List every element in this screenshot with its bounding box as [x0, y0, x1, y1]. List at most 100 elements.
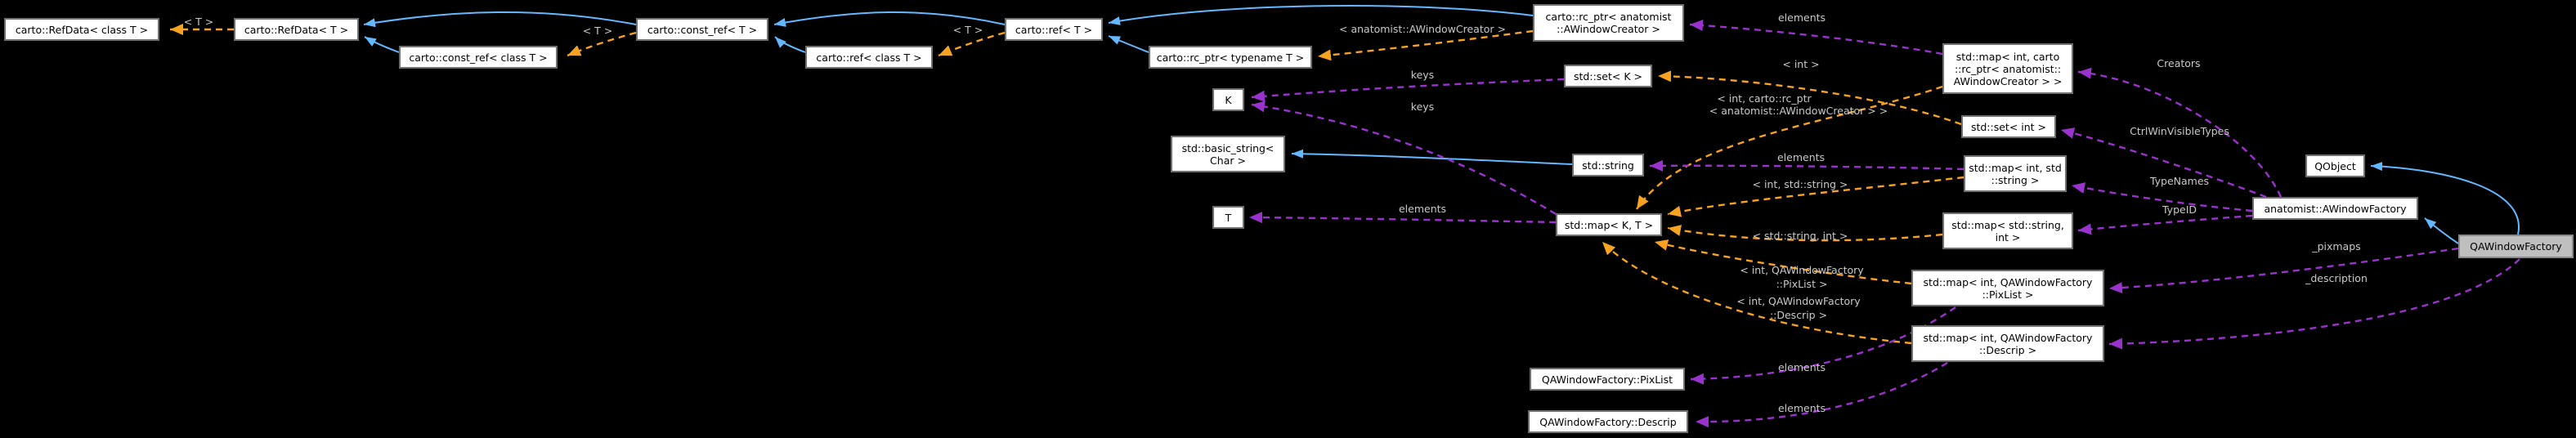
node-map-int-pixlist[interactable]: std::map< int, QAWindowFactory::PixList …	[1911, 270, 2104, 306]
edge-label-map-k-t-to-t-0: elements	[1399, 203, 1446, 215]
edge-label-map-int-rc-ptr-to-map-k-t-1: < anatomist::AWindowCreator > >	[1709, 105, 1888, 117]
node-refdata-class-t[interactable]: carto::RefData< class T >	[4, 18, 159, 41]
edge-ref-t-to-ref-class-t	[938, 31, 1006, 57]
node-ref-t[interactable]: carto::ref< T >	[1005, 18, 1103, 41]
node-qawindowfactory: QAWindowFactory	[2458, 235, 2574, 258]
node-awindowfactory[interactable]: anatomist::AWindowFactory	[2252, 197, 2418, 220]
node-label-line: carto::const_ref< T >	[647, 23, 758, 36]
node-ref-class-t[interactable]: carto::ref< class T >	[805, 46, 933, 69]
edge-label-map-int-descrip-to-map-k-t-1: ::Descrip >	[1770, 309, 1827, 321]
node-label-line: int >	[1995, 230, 2021, 244]
edge-label-map-int-rc-ptr-to-map-k-t-0: < int, carto::rc_ptr	[1717, 92, 1812, 105]
node-label-line: std::string	[1582, 159, 1634, 172]
edge-label-ref-t-to-ref-class-t-0: < T >	[953, 24, 983, 36]
node-label-line: QAWindowFactory::Descrip	[1539, 415, 1677, 428]
edge-map-int-string-to-string	[1649, 159, 1964, 172]
node-label-line: std::map< std::string,	[1951, 218, 2064, 231]
edge-awindowfactory-to-map-int-string	[2071, 182, 2253, 212]
node-label-line: K	[1225, 93, 1232, 106]
edge-const-ref-t-to-const-ref-class-t	[567, 31, 637, 57]
node-qobject[interactable]: QObject	[2305, 154, 2365, 177]
edge-map-k-t-to-k	[1251, 101, 1557, 216]
edge-set-k-to-k	[1251, 78, 1565, 102]
edge-label-map-int-pixlist-to-map-k-t-1: ::PixList >	[1776, 278, 1828, 290]
edge-label-qawindowfactory-to-map-int-pixlist-0: _pixmaps	[2311, 240, 2360, 253]
edge-awindowfactory-to-map-int-rc-ptr	[2077, 67, 2283, 198]
edge-string-to-basic-string-char	[1291, 149, 1573, 165]
node-basic-string-char[interactable]: std::basic_string<Char >	[1171, 136, 1285, 172]
node-label-line: std::map< int, carto	[1956, 50, 2060, 63]
node-label-line: std::map< int, std	[1969, 161, 2062, 174]
edge-const-ref-t-to-refdata-t	[363, 11, 637, 28]
node-t[interactable]: T	[1212, 206, 1244, 229]
node-label-line: ::Descrip >	[1978, 343, 2037, 356]
edge-label-awindowfactory-to-map-int-rc-ptr-0: Creators	[2157, 57, 2200, 69]
node-label-line: carto::rc_ptr< anatomist	[1545, 11, 1672, 23]
node-rc-ptr-awindowcreator[interactable]: carto::rc_ptr< anatomist::AWindowCreator…	[1533, 4, 1684, 42]
edge-qawindowfactory-to-awindowfactory	[2424, 217, 2459, 244]
edge-rc-ptr-awindowcreator-to-ref-t	[1108, 5, 1534, 25]
edge-label-map-int-rc-ptr-to-rc-ptr-awc-0: elements	[1778, 11, 1826, 24]
node-map-string-int[interactable]: std::map< std::string,int >	[1942, 212, 2073, 249]
node-label-line: anatomist::AWindowFactory	[2264, 202, 2407, 215]
edge-label-awindowfactory-to-map-string-int-0: TypeID	[2162, 203, 2197, 216]
node-map-int-string[interactable]: std::map< int, std::string >	[1964, 155, 2067, 192]
edge-map-int-rc-ptr-to-map-k-t	[1635, 85, 1943, 210]
node-rc-ptr-typename-t[interactable]: carto::rc_ptr< typename T >	[1149, 46, 1312, 69]
node-label-line: Char >	[1210, 154, 1246, 167]
node-label-line: ::AWindowCreator >	[1557, 23, 1660, 35]
node-const-ref-t[interactable]: carto::const_ref< T >	[636, 18, 768, 41]
edge-label-map-k-t-to-k-0: keys	[1411, 101, 1434, 113]
node-refdata-t[interactable]: carto::RefData< T >	[234, 18, 359, 41]
node-descrip[interactable]: QAWindowFactory::Descrip	[1528, 410, 1688, 433]
node-label-line: std::set< K >	[1574, 69, 1642, 83]
edge-label-rc-ptr-awc-to-rc-ptr-typename-t-0: < anatomist::AWindowCreator >	[1339, 23, 1506, 35]
edge-label-map-int-string-to-map-k-t-0: < int, std::string >	[1753, 178, 1848, 190]
node-pixlist[interactable]: QAWindowFactory::PixList	[1530, 368, 1685, 391]
edge-label-map-int-pixlist-to-map-k-t-0: < int, QAWindowFactory	[1740, 264, 1864, 276]
node-label-line: carto::ref< T >	[1015, 23, 1093, 36]
edge-label-awindowfactory-to-set-int-0: CtrlWinVisibleTypes	[2130, 125, 2229, 137]
node-label-line: std::map< int, QAWindowFactory	[1923, 331, 2093, 344]
node-label-line: ::PixList >	[1982, 288, 2034, 301]
edge-ref-class-t-to-const-ref-t	[774, 36, 806, 53]
edge-qawindowfactory-to-map-int-pixlist	[2108, 247, 2459, 294]
edge-rc-ptr-typename-t-to-ref-t	[1108, 35, 1149, 53]
edge-qawindowfactory-to-map-int-descrip	[2108, 258, 2520, 350]
node-label-line: T	[1225, 211, 1232, 224]
node-string[interactable]: std::string	[1572, 154, 1644, 177]
edge-map-int-descrip-to-descrip	[1695, 361, 1948, 428]
node-map-int-descrip[interactable]: std::map< int, QAWindowFactory::Descrip …	[1911, 325, 2104, 362]
edge-const-ref-class-t-to-refdata-t	[364, 36, 400, 53]
node-label-line: carto::RefData< class T >	[15, 23, 149, 36]
edge-map-string-int-to-map-k-t	[1667, 225, 1943, 242]
node-map-k-t[interactable]: std::map< K, T >	[1556, 213, 1662, 236]
node-label-line: carto::ref< class T >	[816, 51, 922, 64]
node-label-line: QObject	[2314, 159, 2356, 172]
node-label-line: QAWindowFactory::PixList	[1541, 373, 1673, 386]
node-map-int-rc-ptr[interactable]: std::map< int, carto::rc_ptr< anatomist:…	[1942, 43, 2073, 94]
edge-map-int-rc-ptr-to-rc-ptr-awc	[1689, 20, 1943, 56]
edge-label-set-int-to-set-k-0: < int >	[1782, 58, 1819, 70]
node-label-line: std::map< int, QAWindowFactory	[1923, 275, 2093, 288]
edge-label-awindowfactory-to-map-int-string-0: TypeNames	[2149, 175, 2209, 187]
node-label-line: carto::RefData< T >	[244, 23, 349, 36]
node-label-line: std::basic_string<	[1181, 141, 1275, 154]
node-set-k[interactable]: std::set< K >	[1564, 65, 1652, 87]
node-set-int[interactable]: std::set< int >	[1961, 115, 2056, 138]
edge-label-qawindowfactory-to-map-int-descrip-0: _description	[2305, 272, 2368, 284]
node-const-ref-class-t[interactable]: carto::const_ref< class T >	[399, 46, 558, 69]
edge-qawindowfactory-to-qobject	[2370, 162, 2520, 235]
edge-awindowfactory-to-set-int	[2060, 127, 2267, 199]
edge-label-map-int-descrip-to-descrip-0: elements	[1778, 402, 1826, 414]
edge-rc-ptr-awc-to-rc-ptr-typename-t	[1317, 29, 1534, 61]
node-label-line: carto::const_ref< class T >	[409, 51, 548, 64]
node-label-line: AWindowCreator > >	[1953, 74, 2063, 87]
node-k[interactable]: K	[1212, 88, 1244, 111]
edge-label-const-ref-t-to-const-ref-class-t-0: < T >	[583, 25, 613, 37]
edge-set-int-to-set-k	[1657, 70, 1962, 126]
node-label-line: std::map< K, T >	[1564, 218, 1654, 231]
edge-ref-t-to-const-ref-t	[773, 11, 1006, 27]
